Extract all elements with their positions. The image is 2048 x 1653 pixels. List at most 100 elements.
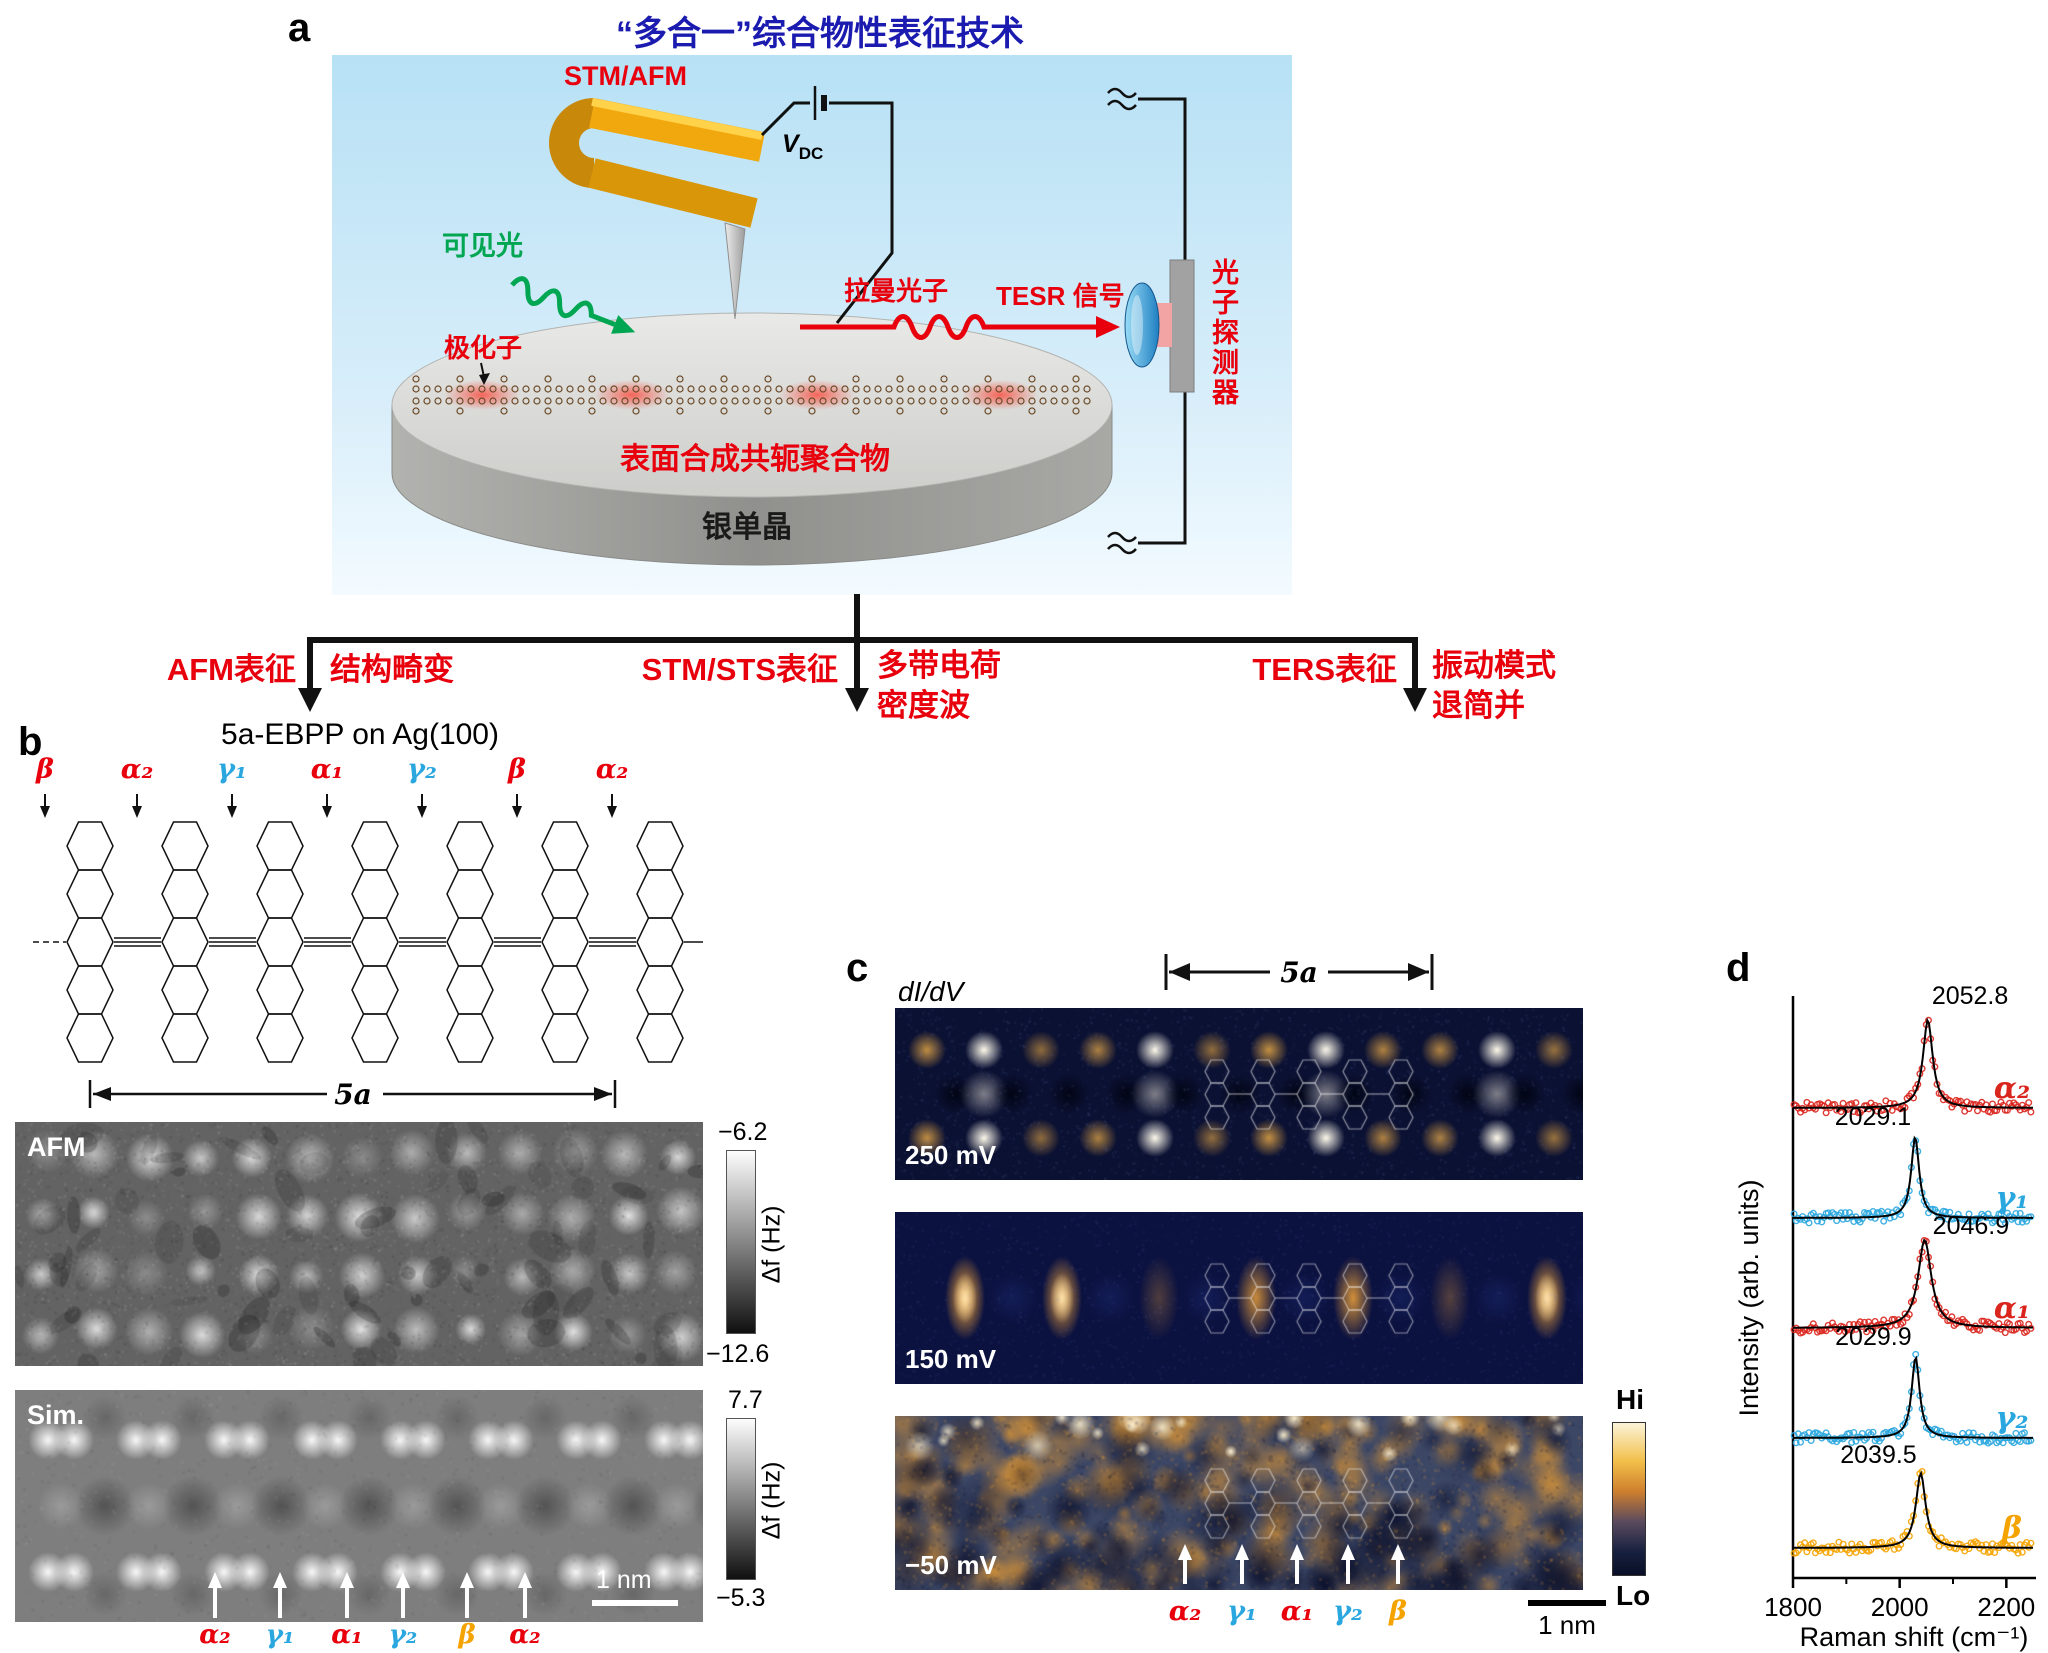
raman-arrow bbox=[800, 314, 1120, 340]
branch-ters-result-line2: 退简并 bbox=[1432, 688, 1525, 723]
mode-label: α₁ bbox=[1280, 1596, 1314, 1627]
sim-scalebar bbox=[592, 1600, 678, 1606]
raman-photon-label: 拉曼光子 bbox=[844, 276, 948, 306]
mode-label: α₁ bbox=[331, 1620, 363, 1650]
chemical-structure: 5a bbox=[33, 794, 703, 1111]
afm-scale-max: −6.2 bbox=[718, 1118, 768, 1146]
sample-disc bbox=[391, 312, 1113, 566]
sts-scalebar bbox=[1528, 1600, 1606, 1606]
panel-a-letter: a bbox=[288, 6, 311, 50]
svg-text:α₁: α₁ bbox=[1994, 1291, 2030, 1326]
sim-scale-unit: Δf (Hz) bbox=[757, 1461, 786, 1540]
structure-label: β bbox=[508, 754, 526, 785]
svg-text:2000: 2000 bbox=[1871, 1592, 1929, 1622]
bias-label-3: −50 mV bbox=[905, 1550, 997, 1580]
mode-label: β bbox=[458, 1620, 476, 1650]
svg-text:β: β bbox=[2001, 1511, 2022, 1546]
structure-label: α₂ bbox=[595, 754, 629, 785]
svg-text:2029.9: 2029.9 bbox=[1835, 1323, 1911, 1351]
sim-mode-arrows bbox=[208, 1572, 532, 1618]
afm-image bbox=[15, 1122, 703, 1366]
sim-image-label: Sim. bbox=[27, 1400, 85, 1430]
sim-colorbar bbox=[726, 1418, 756, 1580]
wire-break-icon bbox=[1107, 531, 1137, 543]
didv-label: dI/dV bbox=[898, 976, 964, 1007]
panel-b-title: 5a-EBPP on Ag(100) bbox=[221, 718, 499, 751]
polaron-label: 极化子 bbox=[444, 333, 522, 363]
bias-label-1: 250 mV bbox=[905, 1140, 997, 1170]
afm-tip bbox=[724, 222, 746, 320]
sim-scale-max: 7.7 bbox=[728, 1386, 763, 1414]
lens-icon bbox=[1124, 282, 1160, 368]
branch-sts-result-line1: 多带电荷 bbox=[877, 648, 1001, 683]
svg-text:5a: 5a bbox=[334, 1078, 372, 1111]
structure-label: α₂ bbox=[120, 754, 154, 785]
mode-label: γ₁ bbox=[265, 1620, 295, 1650]
visible-light-arrow bbox=[510, 276, 636, 334]
tesr-label: TESR 信号 bbox=[996, 281, 1125, 311]
sts-colorbar bbox=[1612, 1422, 1646, 1576]
sts-map-neg50mv bbox=[895, 1416, 1583, 1590]
wire-break-icon bbox=[1107, 87, 1137, 99]
mode-label: β bbox=[1389, 1596, 1407, 1627]
photon-detector-bar bbox=[1169, 259, 1195, 393]
stm-afm-label: STM/AFM bbox=[564, 61, 687, 91]
structure-label: γ₂ bbox=[407, 754, 437, 785]
branch-sts-result-line2: 密度波 bbox=[877, 688, 970, 723]
branch-ters-result-line1: 振动模式 bbox=[1432, 648, 1556, 683]
structure-label: γ₁ bbox=[217, 754, 247, 785]
span-5a-arrow-c: 5a bbox=[1164, 954, 1434, 990]
svg-text:γ₂: γ₂ bbox=[1996, 1401, 2029, 1436]
svg-text:Intensity (arb. units): Intensity (arb. units) bbox=[1738, 1179, 1764, 1416]
mode-label: α₂ bbox=[1168, 1596, 1202, 1627]
svg-text:2046.9: 2046.9 bbox=[1933, 1212, 2009, 1240]
figure-title: “多合一”综合物性表征技术 bbox=[616, 15, 1024, 53]
bias-label-2: 150 mV bbox=[905, 1344, 997, 1374]
svg-text:Raman shift (cm⁻¹): Raman shift (cm⁻¹) bbox=[1800, 1622, 2029, 1652]
sts-mode-arrows bbox=[1178, 1544, 1405, 1584]
colorbar-lo-label: Lo bbox=[1616, 1580, 1651, 1611]
afm-image-label: AFM bbox=[27, 1132, 86, 1162]
bias-circuit bbox=[760, 86, 894, 324]
mode-label: α₂ bbox=[509, 1620, 541, 1650]
panel-b-letter: b bbox=[18, 720, 43, 764]
svg-text:γ₁: γ₁ bbox=[1996, 1181, 2029, 1216]
svg-text:α₂: α₂ bbox=[1994, 1071, 2030, 1106]
svg-text:1800: 1800 bbox=[1764, 1592, 1822, 1622]
svg-text:2039.5: 2039.5 bbox=[1840, 1441, 1916, 1469]
branch-sts-method: STM/STS表征 bbox=[641, 652, 838, 687]
lens-highlight bbox=[1131, 295, 1143, 355]
branch-afm-result: 结构畸变 bbox=[330, 652, 454, 687]
mode-label: γ₁ bbox=[1227, 1596, 1257, 1627]
afm-scale-min: −12.6 bbox=[706, 1340, 770, 1368]
branch-arrows bbox=[298, 594, 1427, 712]
detector-window bbox=[1156, 303, 1172, 347]
sim-image bbox=[15, 1390, 703, 1622]
afm-colorbar bbox=[726, 1150, 756, 1334]
structure-label: α₁ bbox=[310, 754, 344, 785]
polymer-chain bbox=[412, 375, 1091, 415]
svg-text:2052.8: 2052.8 bbox=[1932, 982, 2008, 1010]
polymer-label: 表面合成共轭聚合物 bbox=[620, 442, 890, 476]
panel-c-letter: c bbox=[846, 946, 869, 990]
sim-scalebar-label: 1 nm bbox=[596, 1566, 652, 1594]
span-5a-label-c: 5a bbox=[1280, 956, 1318, 989]
photon-detector-label: 光子探测器 bbox=[1208, 258, 1238, 408]
visible-light-label: 可见光 bbox=[442, 231, 523, 261]
mode-label: γ₂ bbox=[388, 1620, 418, 1650]
afm-scale-unit: Δf (Hz) bbox=[757, 1205, 786, 1284]
substrate-label: 银单晶 bbox=[702, 511, 792, 544]
panel-a-schematic: VDC STM/AFM 可见光 拉曼光子 TESR 信号 极化子 表面合成共轭聚… bbox=[332, 55, 1292, 595]
panel-d-letter: d bbox=[1726, 946, 1751, 990]
structure-label: β bbox=[36, 754, 54, 785]
svg-text:2200: 2200 bbox=[1977, 1592, 2035, 1622]
sts-map-250mv bbox=[895, 1008, 1583, 1180]
colorbar-hi-label: Hi bbox=[1616, 1384, 1644, 1415]
sts-scalebar-label: 1 nm bbox=[1538, 1610, 1596, 1640]
svg-text:2029.1: 2029.1 bbox=[1835, 1103, 1911, 1131]
cantilever bbox=[549, 98, 765, 228]
branch-ters-method: TERS表征 bbox=[1252, 652, 1397, 687]
mode-label: α₂ bbox=[199, 1620, 231, 1650]
